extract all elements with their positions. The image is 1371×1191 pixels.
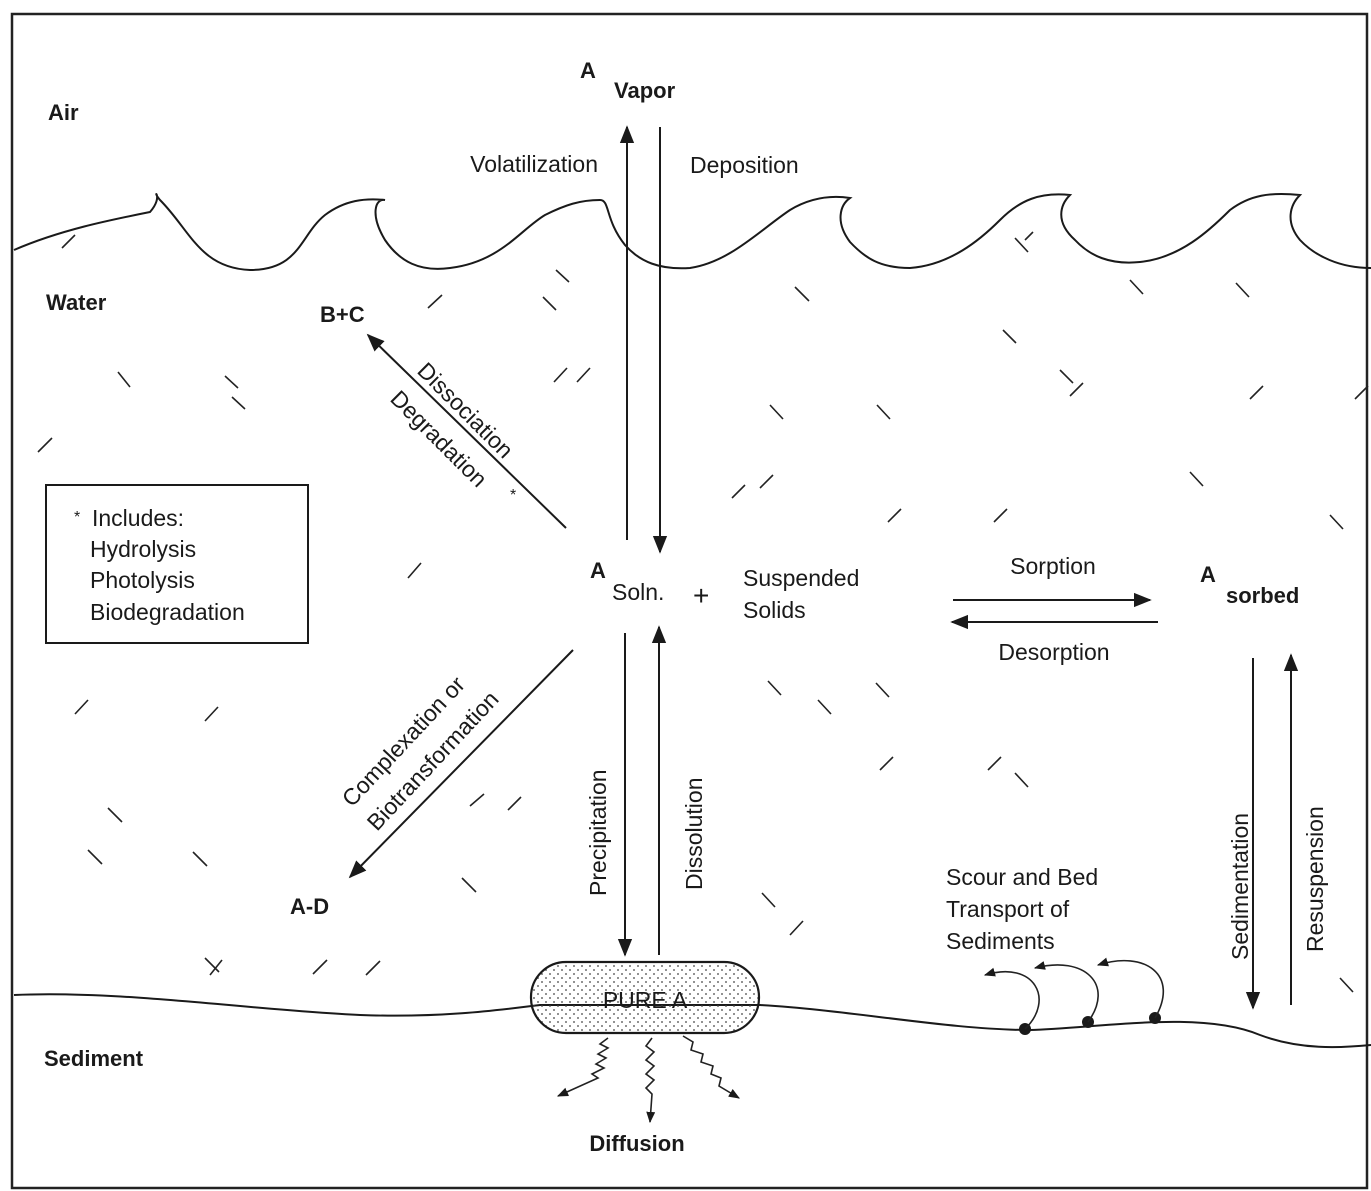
includes-note-box	[45, 484, 309, 644]
diffusion-label: Diffusion	[589, 1131, 684, 1156]
desorption-label: Desorption	[998, 639, 1109, 665]
bed-transport-arrows	[983, 957, 1165, 1035]
sedimentation-label: Sedimentation	[1227, 813, 1253, 960]
note-item-photolysis: Photolysis	[90, 567, 195, 593]
degradation-asterisk: *	[510, 487, 516, 504]
note-item-hydrolysis: Hydrolysis	[90, 536, 196, 562]
note-item-biodegradation: Biodegradation	[90, 599, 245, 625]
vapor-prefix-label: A	[580, 58, 596, 83]
scour-label-line3: Sediments	[946, 928, 1055, 954]
dissociation-arrow	[366, 333, 567, 529]
vapor-label: Vapor	[614, 78, 676, 103]
precipitation-label: Precipitation	[585, 769, 611, 896]
sorbed-prefix-label: A	[1200, 562, 1216, 587]
bc-label: B+C	[320, 302, 365, 327]
pure-a-label: PURE A	[603, 987, 688, 1013]
scour-label-line2: Transport of	[946, 896, 1070, 922]
frame-border	[10, 12, 1369, 1190]
complexation-arrow	[348, 649, 574, 879]
suspended-label-line2: Solids	[743, 597, 806, 623]
sediment-surface-line	[13, 993, 1371, 1049]
suspended-label-line1: Suspended	[743, 565, 859, 591]
soln-prefix-label: A	[590, 558, 606, 583]
volatilization-label: Volatilization	[470, 151, 598, 177]
sorption-label: Sorption	[1010, 553, 1096, 579]
deposition-label: Deposition	[690, 152, 799, 178]
resuspension-label: Resuspension	[1302, 806, 1328, 952]
water-zone-label: Water	[46, 290, 107, 315]
soln-label: Soln.	[612, 579, 664, 605]
pure-a-deposit	[529, 960, 761, 1035]
note-heading: Includes:	[92, 505, 184, 531]
plus-sign: +	[693, 580, 709, 611]
dissolution-label: Dissolution	[681, 778, 707, 891]
sediment-zone-label: Sediment	[44, 1046, 144, 1071]
air-zone-label: Air	[48, 100, 79, 125]
sorbed-label: sorbed	[1226, 583, 1299, 608]
water-surface-line	[13, 192, 1371, 272]
water-texture	[37, 231, 1369, 993]
diffusion-arrows	[556, 1035, 740, 1124]
note-asterisk: *	[74, 509, 80, 526]
ad-label: A-D	[290, 894, 329, 919]
scour-label-line1: Scour and Bed	[946, 864, 1098, 890]
